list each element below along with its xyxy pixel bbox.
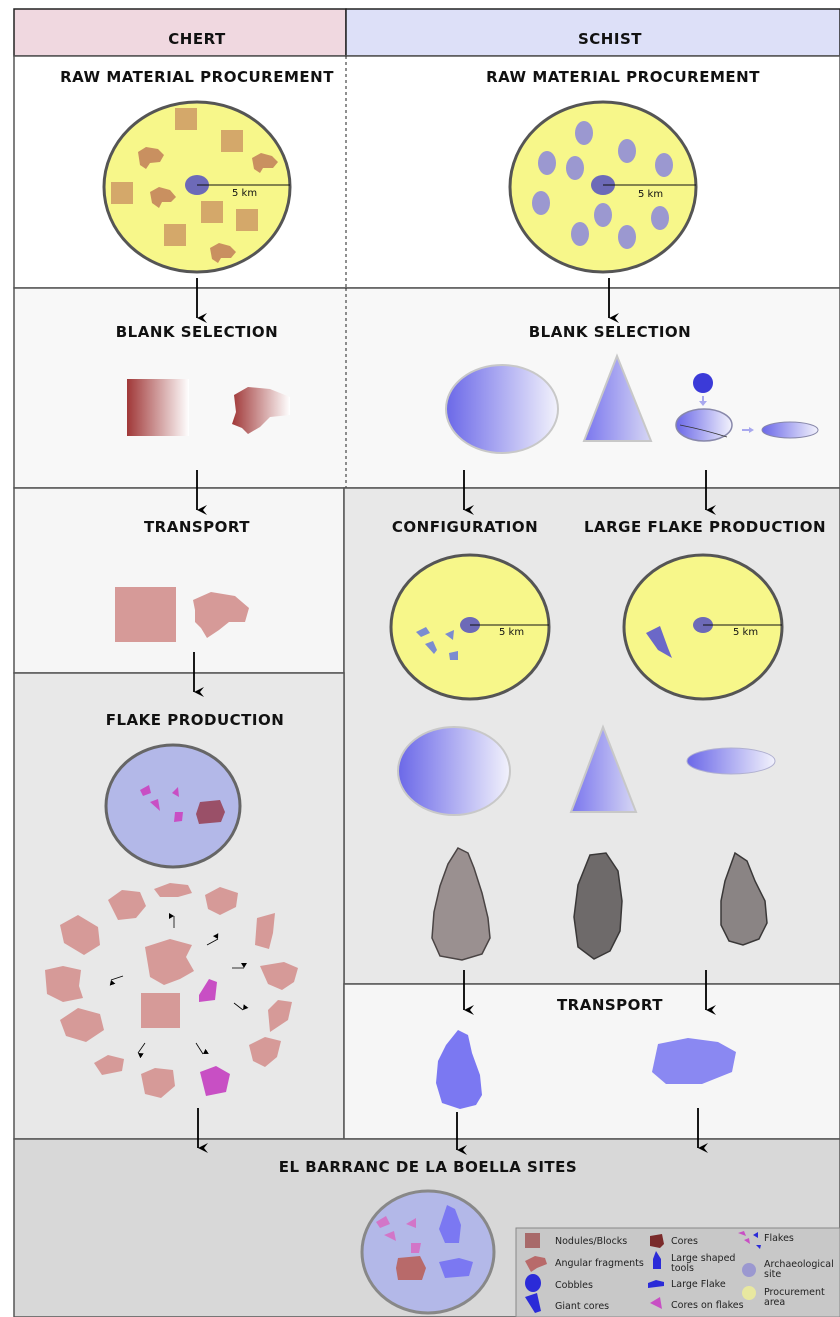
sites-title: EL BARRANC DE LA BOELLA SITES [279, 1158, 577, 1176]
legend-cores-on-flakes: Cores on flakes [671, 1300, 744, 1311]
legend-cobbles: Cobbles [555, 1280, 593, 1291]
chert-transport-panel [14, 488, 344, 673]
chert-blank-title: BLANK SELECTION [116, 323, 278, 341]
schist-distance-label: 5 km [638, 189, 663, 200]
chert-transport-title: TRANSPORT [144, 518, 250, 536]
legend-giant-cores: Giant cores [555, 1301, 609, 1312]
legend-arch-site-2: site [764, 1269, 781, 1280]
chert-column-title: CHERT [168, 30, 226, 48]
chert-procurement-area: 5 km [104, 102, 290, 272]
flake-production-panel [14, 673, 344, 1139]
boella-site-circle [362, 1191, 494, 1313]
legend-nodules: Nodules/Blocks [555, 1236, 627, 1247]
legend-proc-area-2: area [764, 1297, 785, 1308]
legend-flakes: Flakes [764, 1233, 794, 1244]
schist-blank-title: BLANK SELECTION [529, 323, 691, 341]
configuration-distance-label: 5 km [499, 627, 524, 638]
large-flake-distance-label: 5 km [733, 627, 758, 638]
chert-distance-label: 5 km [232, 188, 257, 199]
flake-production-title: FLAKE PRODUCTION [106, 711, 285, 729]
legend: Nodules/Blocks Angular fragments Cobbles… [516, 1228, 840, 1317]
legend-large-shaped-2: tools [671, 1263, 694, 1274]
schist-procurement-title: RAW MATERIAL PROCUREMENT [486, 68, 760, 86]
legend-large-flake: Large Flake [671, 1279, 726, 1290]
schist-transport-title: TRANSPORT [557, 996, 663, 1014]
legend-cores: Cores [671, 1236, 698, 1247]
chert-procurement-title: RAW MATERIAL PROCUREMENT [60, 68, 334, 86]
legend-angular: Angular fragments [555, 1258, 644, 1269]
schist-procurement-area: 5 km [510, 102, 696, 272]
large-flake-title: LARGE FLAKE PRODUCTION [584, 518, 826, 536]
large-flake-area: 5 km [624, 555, 782, 699]
schist-column-title: SCHIST [578, 30, 642, 48]
configuration-title: CONFIGURATION [392, 518, 538, 536]
configuration-area: 5 km [391, 555, 549, 699]
flake-production-site [106, 745, 240, 867]
